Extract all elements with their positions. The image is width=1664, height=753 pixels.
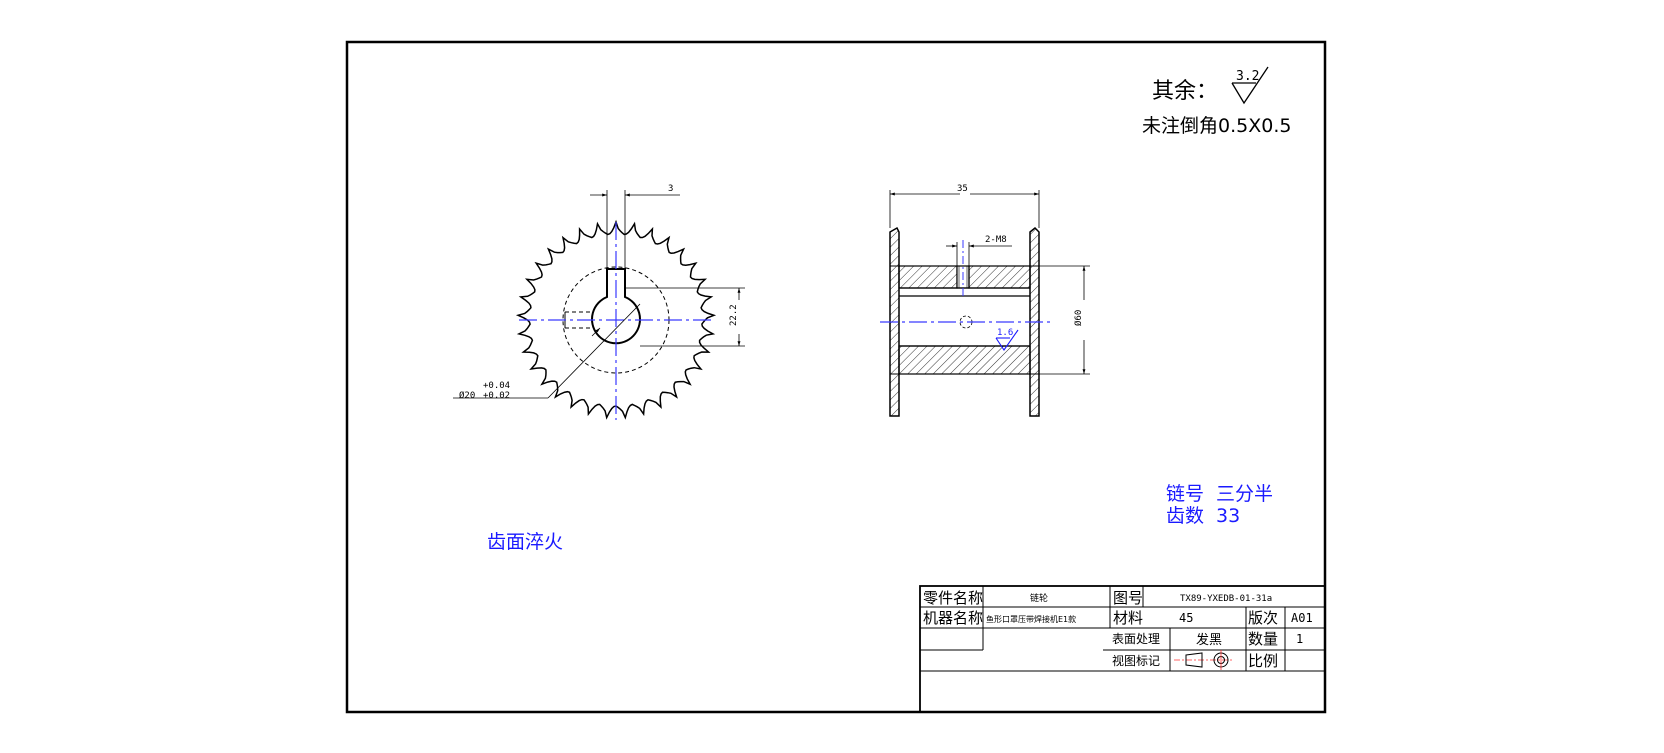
chain-number-value: 三分半 [1216,483,1273,505]
part-name-value: 链轮 [1030,592,1048,604]
outer-diameter-dim: Ø60 [1073,310,1084,326]
drawing-no-value: TX89-YXEDB-01-31a [1180,594,1272,604]
key-width-dim: 3 [668,184,673,194]
machine-name-value: 鱼形口罩压带焊接机E1款 [986,614,1076,624]
material-value: 45 [1179,611,1193,625]
bore-keyway [591,268,641,345]
machine-name-label: 机器名称 [923,609,983,627]
chamfer-note: 未注倒角0.5X0.5 [1142,115,1291,137]
surface-treatment-value: 发黑 [1196,632,1222,648]
hub-section-lower [898,345,1031,375]
bore-diameter-dim: Ø20 [459,390,475,401]
part-name-label: 零件名称 [923,589,983,607]
quantity-label: 数量 [1248,630,1278,648]
drawing-border [345,40,1327,714]
projection-symbol-icon [1174,650,1234,670]
roughness-symbol-rest: 3.2 [1231,66,1269,105]
sprocket-front-view: 3 22.2 +0.04 Ø20 +0.02 [453,184,745,420]
teeth-count-label: 齿数 [1166,505,1204,527]
view-mark-label: 视图标记 [1112,653,1160,668]
thread-dim: 2-M8 [985,235,1007,245]
side-width-dim: 35 [957,184,968,194]
rest-roughness-label: 其余： [1152,79,1218,104]
key-depth-dim: 22.2 [729,304,739,326]
rest-roughness-value: 3.2 [1236,69,1259,84]
quench-note: 齿面淬火 [487,531,563,553]
chain-number-label: 链号 [1166,483,1204,505]
sprocket-side-view: 35 2-M8 Ø60 1.6 [880,184,1090,417]
bore-lower-tolerance: +0.02 [483,391,510,401]
quantity-value: 1 [1296,632,1303,646]
scale-label: 比例 [1248,652,1278,670]
material-label: 材料 [1113,609,1143,627]
bore-upper-tolerance: +0.04 [483,381,510,391]
hub-section-upper-right [968,265,1031,289]
revision-label: 版次 [1248,609,1278,627]
drawing-no-label: 图号 [1113,589,1143,607]
roughness-symbol-bore: 1.6 [995,328,1019,351]
surface-treatment-label: 表面处理 [1112,632,1160,646]
revision-value: A01 [1291,611,1313,625]
title-block: 零件名称 链轮 图号 TX89-YXEDB-01-31a 机器名称 鱼形口罩压带… [919,585,1326,713]
teeth-count-value: 33 [1216,505,1240,527]
bore-roughness-value: 1.6 [997,328,1013,338]
sprocket-teeth-outline [515,219,717,420]
hub-section-upper-left [898,265,958,289]
